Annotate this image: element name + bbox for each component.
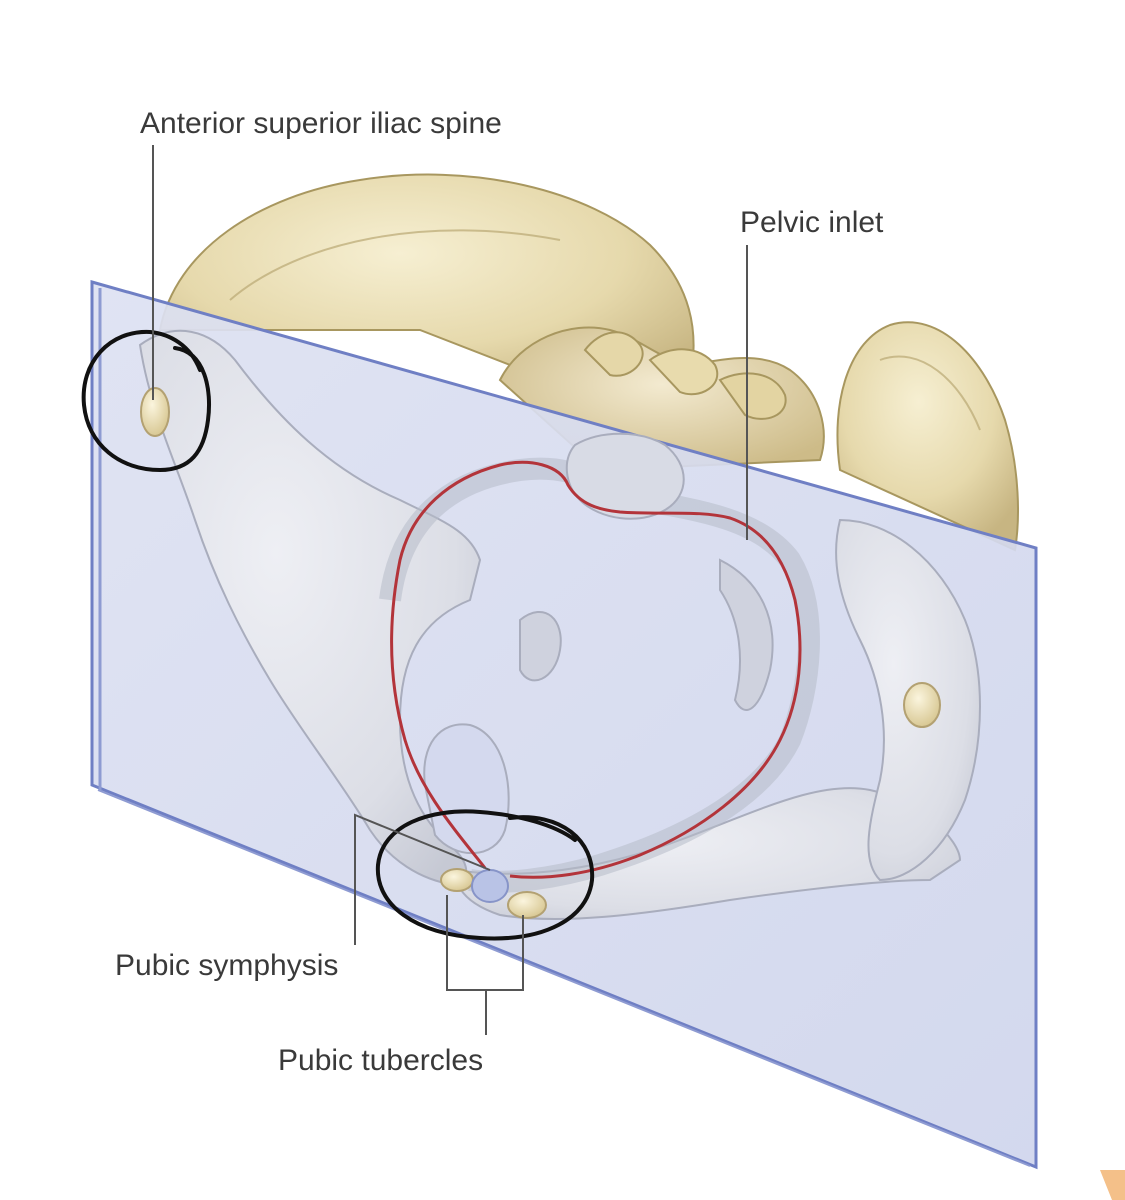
pelvic-inlet-outline (390, 460, 802, 879)
obturator-foramen (423, 723, 510, 855)
asis-landmark (140, 387, 170, 437)
pubic-symphysis-disc (471, 869, 509, 903)
asis-annotation-circle (81, 329, 211, 473)
label-pubic-tubercles: Pubic tubercles (278, 1044, 483, 1077)
label-pelvic-inlet: Pelvic inlet (740, 206, 884, 239)
leader-lines (152, 145, 748, 1035)
label-anterior-superior-iliac-spine: Anterior superior iliac spine (140, 107, 502, 140)
right-iliac-wing (836, 321, 1019, 552)
pubic-tubercle-right (507, 891, 547, 919)
right-asis-landmark (903, 682, 941, 728)
label-pubic-symphysis: Pubic symphysis (115, 949, 338, 982)
corner-mark (1100, 1170, 1125, 1200)
pubic-annotation-circle (375, 809, 595, 941)
pubic-tubercle-left (440, 868, 474, 892)
